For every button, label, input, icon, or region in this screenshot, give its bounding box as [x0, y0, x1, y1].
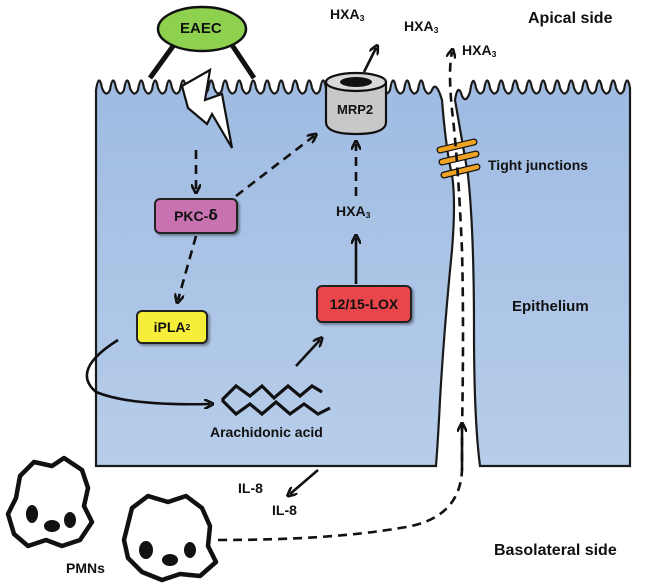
il8-label-2: IL-8: [272, 502, 297, 518]
eaec-stalk-right: [227, 40, 257, 80]
eaec-stalk-left: [147, 40, 179, 80]
eaec-label: EAEC: [180, 20, 222, 37]
il8-label-1: IL-8: [238, 480, 263, 496]
tight-junction-bar: [437, 139, 477, 153]
arachidonic-acid-chain: [220, 383, 323, 402]
arrow-acid-to-lox: [295, 340, 320, 367]
arachidonic-acid-label: Arachidonic acid: [210, 424, 323, 440]
apical-side-label: Apical side: [528, 10, 613, 27]
arrow-ipla-to-acid: [85, 338, 210, 404]
arrow-pkc-to-ipla: [178, 235, 198, 300]
arrow-il8-out: [290, 469, 319, 494]
right-cell: [453, 79, 632, 468]
tight-junction-bar: [439, 151, 479, 165]
tight-junctions-label: Tight junctions: [488, 157, 589, 173]
arrow-pkc-to-mrp2: [235, 136, 314, 198]
basolateral-side-label: Basolateral side: [494, 542, 617, 559]
hxa3-label-intracellular: HXA3: [336, 203, 371, 221]
pmn-cell: [121, 493, 219, 583]
arrow-pmn-to-apical: [217, 52, 465, 542]
lox-box: 12/15-LOX: [316, 285, 412, 323]
epithelium-label: Epithelium: [512, 298, 589, 315]
pkc-delta-box: PKC-δ: [154, 198, 238, 234]
arrow-mrp2-out: [362, 48, 376, 73]
mrp2-transporter: [324, 71, 388, 136]
hxa3-label-efflux-3: HXA3: [462, 42, 497, 60]
mrp2-label: MRP2: [337, 102, 374, 117]
arachidonic-acid-chain: [220, 398, 331, 417]
eaec-bacterium: [156, 5, 248, 53]
pmn-cell: [5, 455, 95, 549]
lightning-icon: [180, 67, 234, 149]
pmns-label: PMNs: [66, 560, 105, 576]
left-cell: [94, 79, 456, 468]
tight-junction-bar: [441, 164, 480, 178]
hxa3-label-efflux-1: HXA3: [330, 6, 365, 24]
hxa3-label-efflux-2: HXA3: [404, 18, 439, 36]
